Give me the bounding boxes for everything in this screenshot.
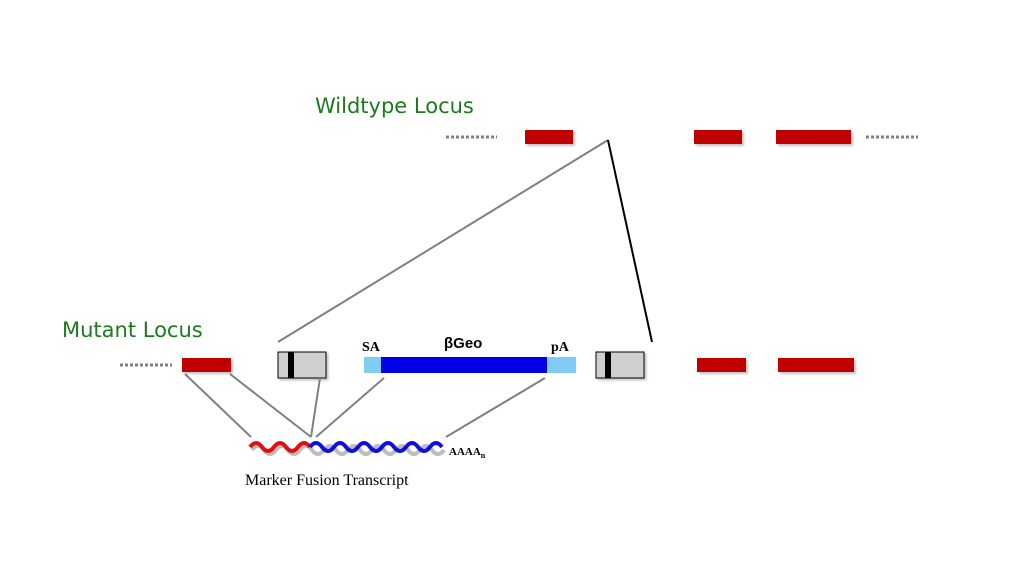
polya-signal-segment xyxy=(547,357,576,373)
transcript-betageo-part xyxy=(308,441,444,453)
transcript-exon-part xyxy=(248,441,312,453)
mutant-locus-title: Mutant Locus xyxy=(62,318,203,342)
splicing-lines xyxy=(184,373,546,438)
mutant-exon-3 xyxy=(778,358,854,372)
insertion-line-right xyxy=(607,139,653,343)
polya-signal-label: pA xyxy=(551,340,570,355)
wildtype-locus xyxy=(446,130,918,144)
polya-tail-text: AAAA xyxy=(449,446,481,458)
betageo-reporter-bar xyxy=(381,357,548,373)
mutant-locus xyxy=(120,351,908,379)
insertion-line-left xyxy=(277,139,609,343)
mutant-exon-2 xyxy=(697,358,746,372)
gene-trap-vector-box-icon xyxy=(595,351,645,379)
wildtype-exon-3 xyxy=(776,130,851,144)
polya-tail-subscript: n xyxy=(481,451,486,460)
mutant-exon-1 xyxy=(182,358,231,372)
wildtype-locus-title: Wildtype Locus xyxy=(315,94,474,118)
splice-acceptor-segment xyxy=(364,357,382,373)
polya-tail: AAAAn xyxy=(449,446,486,460)
wavy-transcript-icon xyxy=(248,441,446,456)
wildtype-exon-2 xyxy=(694,130,742,144)
transcript-label: Marker Fusion Transcript xyxy=(245,472,409,489)
betageo-label: βGeo xyxy=(444,335,482,352)
splice-acceptor-label: SA xyxy=(362,340,381,355)
gene-trap-vector-box-icon xyxy=(277,351,327,379)
wildtype-exon-1 xyxy=(525,130,573,144)
